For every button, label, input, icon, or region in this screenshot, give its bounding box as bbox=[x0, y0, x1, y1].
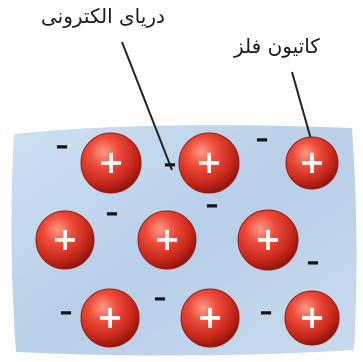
positive-charge-sign: + bbox=[154, 220, 181, 258]
positive-charge-sign: + bbox=[196, 143, 223, 181]
metal-cation: + bbox=[285, 136, 339, 190]
metal-cation: + bbox=[80, 132, 142, 194]
electron: – bbox=[260, 297, 273, 327]
metal-cation: + bbox=[178, 132, 240, 194]
metal-cation: + bbox=[35, 210, 95, 270]
positive-charge-sign: + bbox=[98, 143, 125, 181]
metal-cation: + bbox=[284, 290, 340, 346]
metal-cation: + bbox=[80, 288, 140, 348]
electron: – bbox=[106, 198, 119, 228]
positive-charge-sign: + bbox=[197, 298, 224, 336]
electron: – bbox=[164, 149, 177, 179]
electron: – bbox=[307, 247, 320, 277]
metal-cation-label: کاتیون فلز bbox=[234, 34, 320, 58]
electron-sea-pointer bbox=[121, 41, 173, 171]
electron: – bbox=[154, 283, 167, 313]
electron: – bbox=[60, 297, 73, 327]
positive-charge-sign: + bbox=[255, 220, 282, 258]
positive-charge-sign: + bbox=[52, 220, 79, 258]
positive-charge-sign: + bbox=[97, 298, 124, 336]
metal-cation: + bbox=[137, 210, 197, 270]
electron: – bbox=[206, 190, 219, 220]
positive-charge-sign: + bbox=[299, 143, 326, 181]
electron: – bbox=[56, 131, 69, 161]
metal-cation: + bbox=[180, 288, 240, 348]
electron-sea-label: دریای الکترونی bbox=[41, 4, 165, 28]
metal-cation: + bbox=[237, 209, 299, 271]
electron: – bbox=[256, 124, 269, 154]
positive-charge-sign: + bbox=[299, 298, 326, 336]
